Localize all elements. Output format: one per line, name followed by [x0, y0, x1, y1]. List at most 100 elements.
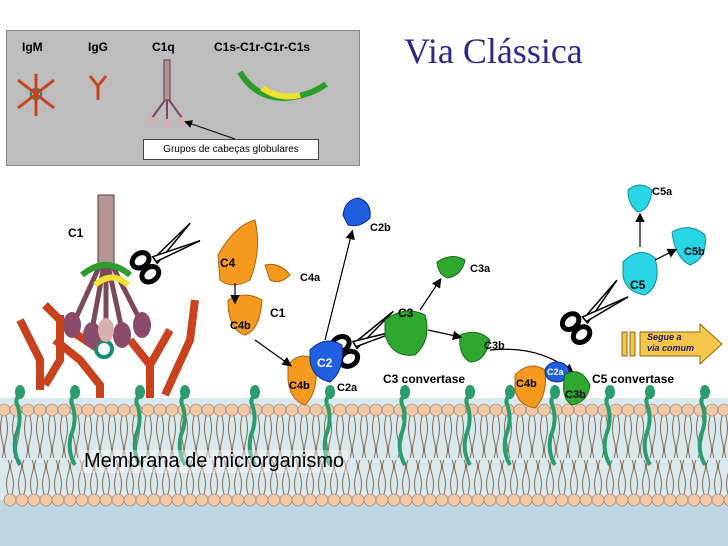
lipid-head [357, 403, 371, 417]
lipid-head [495, 493, 509, 507]
lipid-head [57, 403, 71, 417]
lipid-tail [618, 459, 626, 495]
lipid-head [369, 403, 383, 417]
lipid-head [165, 403, 179, 417]
lipid-tail [156, 415, 164, 459]
label-c3-convertase: C3 convertase [383, 372, 466, 386]
lipid-head [45, 403, 59, 417]
lipid-tail [372, 415, 380, 459]
lipid-tail [192, 415, 200, 459]
lipid-tail [234, 459, 242, 495]
c1q-head-1 [63, 312, 81, 338]
lipid-head [405, 403, 419, 417]
lipid-tail [612, 415, 620, 459]
lipid-tail [492, 415, 500, 459]
lipid-tail [708, 415, 716, 459]
c4a-molecule [264, 264, 291, 283]
membrane-protein [397, 393, 407, 466]
lipid-head [213, 403, 227, 417]
lipid-head [387, 493, 401, 507]
inset-c1s-c1r-icon [237, 70, 328, 102]
lipid-head [561, 403, 575, 417]
lipid-tail [282, 459, 290, 495]
scissors-group [129, 222, 629, 369]
lipid-tail [0, 415, 8, 459]
label-c4: C4 [220, 256, 236, 270]
lipid-tail [114, 459, 122, 495]
lipid-tail [24, 415, 32, 459]
lipid-tail [48, 415, 56, 459]
lipid-tail [528, 415, 536, 459]
lipid-tail [540, 415, 548, 459]
membrane-protein-head [180, 385, 190, 399]
lipid-tail [390, 459, 398, 495]
label-c5: C5 [630, 278, 646, 292]
lipid-head [285, 403, 299, 417]
inset-c1q-icon [148, 59, 186, 127]
c5b-molecule [671, 227, 706, 266]
lipid-head [273, 403, 287, 417]
lipid-head [651, 493, 665, 507]
membrane-protein-head [70, 385, 80, 399]
lipid-head [681, 403, 695, 417]
lipid-head [633, 403, 647, 417]
membrane-protein-head [465, 385, 475, 399]
label-c3b-right: C3b [565, 389, 586, 401]
inset-igg-icon [88, 75, 108, 100]
lipid-head [657, 403, 671, 417]
c2b-molecule [342, 197, 371, 227]
lipid-tail [654, 459, 662, 495]
membrane-protein-head [605, 385, 615, 399]
membrane-label: Membrana de microrganismo [80, 450, 349, 473]
lipid-head [39, 493, 53, 507]
lipid-tail [204, 415, 212, 459]
lipid-head [423, 493, 437, 507]
lipid-head [267, 493, 281, 507]
lipid-head [513, 403, 527, 417]
lipid-head [717, 403, 728, 417]
lipid-tail [30, 459, 38, 495]
lipid-head [447, 493, 461, 507]
lipid-tail [210, 459, 218, 495]
membrane-protein-head [550, 385, 560, 399]
lipid-tail [126, 459, 134, 495]
lipid-tail [360, 415, 368, 459]
lipid-head [567, 493, 581, 507]
lipid-head [435, 493, 449, 507]
label-c3: C3 [398, 306, 414, 320]
lipid-head [261, 403, 275, 417]
membrane-protein [602, 393, 612, 466]
lipid-tail [420, 415, 428, 459]
label-c2a: C2a [337, 382, 358, 394]
label-c3a: C3a [470, 263, 491, 275]
arrow-c3-c3b [427, 329, 463, 341]
lipid-head [15, 493, 29, 507]
lipid-tail [456, 415, 464, 459]
c2a-right-molecule [544, 361, 570, 383]
lipid-tail [522, 459, 530, 495]
lipid-tail [264, 415, 272, 459]
lipid-head [231, 493, 245, 507]
lipid-head [159, 493, 173, 507]
segue-line-2: via comum [647, 343, 695, 353]
lipid-tail [198, 459, 206, 495]
membrane-protein-head [400, 385, 410, 399]
lipid-tail [570, 459, 578, 495]
antibody-c1-complex [16, 194, 199, 398]
arrow-c4b-down [254, 339, 292, 367]
lipid-bilayer [0, 385, 728, 507]
lipid-tail [636, 415, 644, 459]
c3a-molecule [436, 256, 466, 279]
lipid-tail [78, 459, 86, 495]
membrane [0, 385, 728, 546]
inset-label-c1s-c1r: C1s-C1r-C1r-C1s [214, 40, 311, 54]
lipid-tail [546, 459, 554, 495]
membrane-protein [177, 393, 187, 466]
lipid-head [399, 493, 413, 507]
lipid-tail [102, 459, 110, 495]
c5a-molecule [627, 184, 653, 213]
membrane-protein [247, 393, 257, 466]
lipid-tail [216, 415, 224, 459]
c3-molecule [384, 310, 428, 356]
